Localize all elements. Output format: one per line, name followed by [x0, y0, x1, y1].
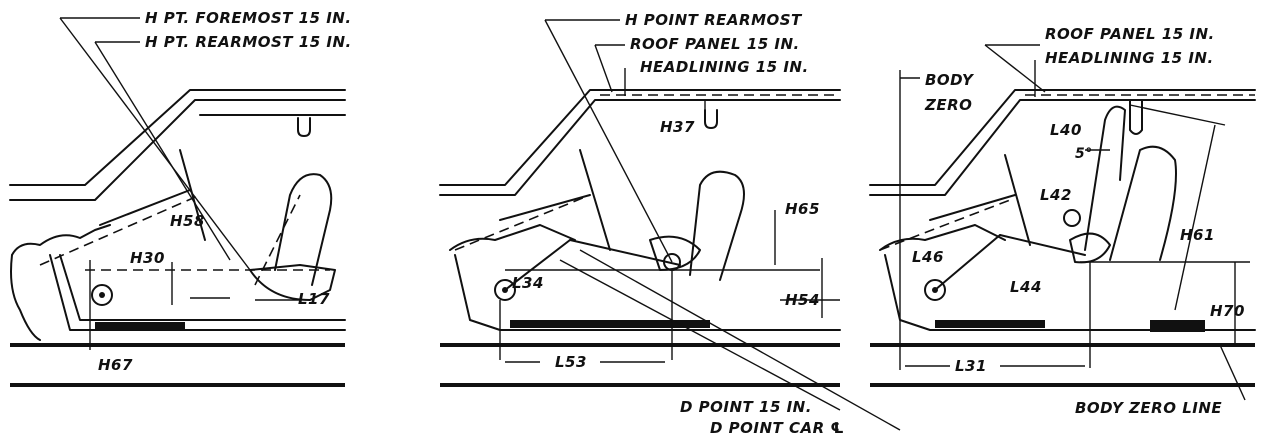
sight-line-mid — [454, 194, 591, 251]
pedal-pivot-center — [99, 292, 105, 298]
steering-column-mid — [499, 194, 591, 221]
label-h70: H70 — [1210, 302, 1245, 320]
rear-floor-block — [1150, 320, 1205, 332]
h61-top-line — [1129, 104, 1226, 126]
seat-back — [274, 173, 333, 286]
label-h65: H65 — [785, 200, 820, 218]
label-h-point-rearmost: H POINT REARMOST — [625, 11, 803, 29]
hip-outline — [649, 235, 701, 271]
seat-back-right — [1109, 145, 1177, 261]
label-h-pt-foremost: H PT. FOREMOST 15 IN. — [145, 9, 352, 27]
torso-right — [1084, 105, 1126, 251]
label-l40: L40 — [1050, 121, 1082, 139]
label-h54: H54 — [785, 291, 820, 309]
lower-leg-right — [934, 234, 1001, 291]
pedal-pivot — [91, 284, 113, 306]
label-headlining-right: HEADLINING 15 IN. — [1045, 49, 1214, 67]
label-body: BODY — [925, 71, 975, 89]
roof-outline-right — [869, 89, 1256, 186]
label-roof-panel-mid: ROOF PANEL 15 IN. — [630, 35, 800, 53]
label-zero: ZERO — [924, 96, 972, 114]
floor-pan — [49, 254, 346, 331]
panel-right: ROOF PANEL 15 IN. HEADLINING 15 IN. BODY… — [869, 25, 1256, 417]
dash-outline — [11, 224, 111, 256]
label-h-pt-rearmost: H PT. REARMOST 15 IN. — [145, 33, 352, 51]
steering-column — [99, 189, 191, 226]
floor-mat-mid — [510, 320, 710, 328]
hip-outline-right — [1069, 232, 1111, 264]
label-angle-5: 5° — [1075, 146, 1093, 162]
label-h30: H30 — [130, 249, 165, 267]
leader-d-point — [559, 259, 841, 411]
h61-dimension — [1174, 124, 1216, 311]
floor-mat-right — [935, 320, 1045, 328]
sight-line-right — [879, 199, 1011, 251]
dome-light — [297, 117, 311, 137]
pedal-pivot-mid — [494, 279, 516, 301]
leader-h-pt-foremost — [59, 17, 251, 271]
label-h58: H58 — [170, 212, 205, 230]
label-l53: L53 — [555, 353, 587, 371]
steering-wheel-mid — [579, 149, 611, 251]
label-h37: H37 — [660, 118, 695, 136]
leader-roof-right — [984, 44, 1046, 93]
seat-back-mid — [689, 170, 745, 281]
label-l46: L46 — [912, 248, 944, 266]
floor-pan-right — [884, 254, 1256, 331]
label-l44: L44 — [1010, 278, 1042, 296]
thigh — [569, 239, 681, 266]
label-l34: L34 — [512, 274, 544, 292]
floor-pan-mid — [454, 254, 841, 331]
leader-h-pt-rearmost — [94, 41, 231, 261]
label-d-point-15: D POINT 15 IN. — [680, 398, 812, 416]
label-l31: L31 — [955, 357, 987, 375]
torso-line — [254, 194, 301, 286]
floor-pan-inner — [59, 254, 346, 321]
sight-line — [39, 194, 201, 266]
dash-right — [879, 224, 1006, 251]
label-h67: H67 — [98, 356, 133, 374]
thigh-right — [999, 234, 1086, 256]
leader-h-point-rearmost — [544, 19, 673, 263]
roof-outline — [9, 89, 346, 186]
leader-body-zero-line — [1219, 344, 1246, 401]
roof-inner-right — [869, 99, 1256, 196]
firewall — [10, 254, 41, 341]
leader-roof-mid — [594, 44, 613, 93]
label-l42: L42 — [1040, 186, 1072, 204]
steering-column-right — [929, 194, 1016, 221]
label-l17: L17 — [298, 290, 330, 308]
dome-light-right — [1129, 99, 1143, 135]
dash-mid — [449, 224, 576, 251]
label-roof-panel-right: ROOF PANEL 15 IN. — [1045, 25, 1215, 43]
floor-mat — [95, 322, 185, 330]
label-h61: H61 — [1180, 226, 1215, 244]
label-headlining-mid: HEADLINING 15 IN. — [640, 58, 809, 76]
dome-light-mid — [704, 109, 718, 129]
roof-outline-mid — [439, 89, 841, 186]
leader-d-point-car — [579, 249, 901, 431]
label-body-zero-line: BODY ZERO LINE — [1075, 399, 1222, 417]
roof-outline-inner — [9, 99, 346, 201]
roof-inner-mid — [439, 99, 841, 196]
panel-left: H PT. FOREMOST 15 IN. H PT. REARMOST 15 … — [9, 9, 352, 387]
steering-wheel-right — [1004, 154, 1031, 246]
lower-leg — [504, 239, 571, 291]
knee-pivot-right — [1063, 209, 1081, 227]
steering-wheel — [179, 149, 206, 241]
label-d-point-car: D POINT CAR ℄ — [710, 419, 844, 437]
pedal-pivot-right — [924, 279, 946, 301]
panel-middle: H POINT REARMOST ROOF PANEL 15 IN. HEADL… — [439, 11, 901, 437]
